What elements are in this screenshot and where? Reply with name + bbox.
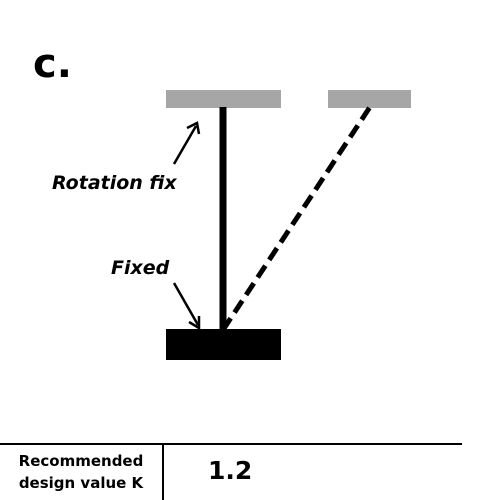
fixed-base (166, 329, 281, 360)
column-displaced (220, 105, 373, 332)
annotation-rotation-fix: Rotation fix (52, 172, 177, 194)
fixed-arrow (172, 282, 201, 331)
top-support-left (166, 90, 281, 108)
table-header-cell: Recommended design value K (0, 450, 162, 494)
table-header-line-2: design value K (18, 474, 144, 492)
table-column-divider (162, 443, 164, 500)
annotation-fixed: Fixed (111, 257, 170, 279)
table-header-line-1: Recommended (18, 452, 144, 470)
table-top-rule (0, 443, 462, 445)
panel-label: c. (33, 41, 72, 87)
table-value-cell: 1.2 (208, 456, 253, 485)
top-support-right (328, 90, 411, 108)
rotation-fix-arrow (172, 121, 201, 165)
